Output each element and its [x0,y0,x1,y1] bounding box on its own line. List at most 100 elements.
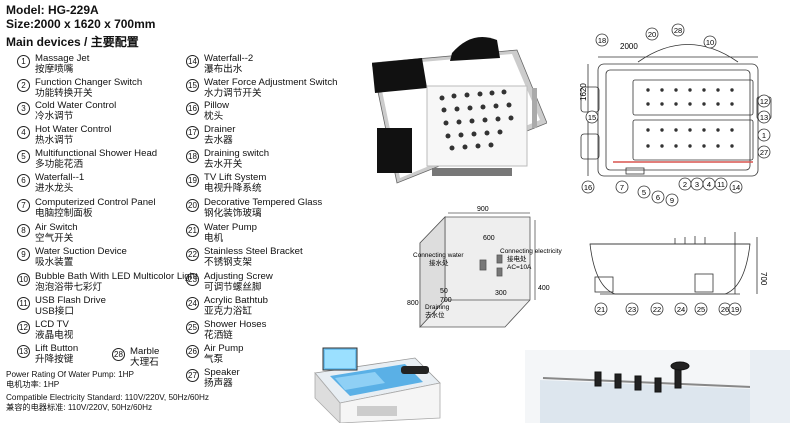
device-number: 27 [186,369,199,382]
bottom-callout: 3 [690,177,704,191]
device-number: 21 [186,224,199,237]
callout-number: 16 [584,183,592,192]
callout-number: 13 [760,113,768,122]
device-name-cn: 钢化装饰玻璃 [204,208,262,219]
callout-number: 18 [598,36,606,45]
device-number: 9 [17,248,30,261]
callout-number: 3 [695,180,699,189]
callout-number: 25 [697,305,705,314]
right-callout: 1 [757,128,771,142]
top-callout: 20 [645,27,659,41]
callout-number: 23 [628,305,636,314]
bathtub-top-photo [372,36,547,184]
device-number: 3 [17,102,30,115]
callout-number: 4 [707,180,711,189]
device-name-cn: 电脑控制面板 [35,208,93,219]
dim-800: 800 [407,300,419,307]
callout-number: 19 [731,305,739,314]
dim-50: 50 [440,288,448,295]
model-title: Model: HG-229A [6,3,99,17]
callout-number: 28 [674,26,682,35]
faucet-photo [525,350,790,423]
device-name-en: Bubble Bath With LED Multicolor Light [35,271,198,282]
callout-number: 27 [760,148,768,157]
device-name-cn: USB接口 [35,306,74,317]
left-callout: 15 [585,110,599,124]
device-name-cn: 吸水装置 [35,257,74,268]
device-number: 20 [186,199,199,212]
device-name-cn: 升降按键 [35,354,74,365]
callout-number: 2 [683,180,687,189]
device-name-cn: 不锈钢支架 [204,257,252,268]
device-number: 23 [186,273,199,286]
device-number: 28 [112,348,125,361]
callout-number: 14 [732,183,740,192]
callout-number: 12 [760,97,768,106]
device-name-en: LCD TV [35,319,69,330]
dim-600: 600 [483,235,495,242]
size-title: Size:2000 x 1620 x 700mm [6,17,156,31]
device-name-cn: 液晶电视 [35,330,74,341]
device-number: 25 [186,321,199,334]
callout-number: 1 [762,131,766,140]
device-name-cn: 去水器 [204,135,233,146]
top-callout: 18 [595,33,609,47]
callout-number: 21 [597,305,605,314]
device-name-cn: 热水调节 [35,135,74,146]
device-name-en: Draining switch [204,148,270,159]
device-number: 12 [17,321,30,334]
bottom-callout: 6 [651,190,665,204]
connect-water-cn: 接水处 [429,258,449,267]
electricity-note: Compatible Electricity Standard: 110V/22… [6,393,209,413]
device-number: 13 [17,345,30,358]
left-callout: 16 [581,180,595,194]
connect-elec-current: AC=10A [507,264,532,271]
dim-300: 300 [495,290,507,297]
callout-number: 24 [677,305,685,314]
device-name-cn: 电机 [204,233,224,244]
device-name-en: Air Pump [204,343,244,354]
device-number: 10 [17,273,30,286]
bottom-callout: 7 [615,180,629,194]
device-number: 6 [17,174,30,187]
electricity-note-cn: 兼容的电器标准: 110V/220V, 50Hz/60Hz [6,403,153,412]
device-name-cn: 可调节螺丝脚 [204,282,262,293]
bottom-callout: 4 [702,177,716,191]
device-name-cn: 按摩喷嘴 [35,64,74,75]
device-name-en: Adjusting Screw [204,271,273,282]
device-name-cn: 气泵 [204,354,224,365]
bottom-callout: 5 [637,185,651,199]
device-name-cn: 大理石 [130,357,159,368]
device-name-en: Shower Hoses [204,319,267,330]
device-number: 8 [17,224,30,237]
device-name-cn: 多功能花洒 [35,159,83,170]
callout-number: 5 [642,188,646,197]
device-number: 16 [186,102,199,115]
device-name-cn: 枕头 [204,111,224,122]
top-view-height: 1620 [579,83,588,101]
device-number: 26 [186,345,199,358]
device-number: 22 [186,248,199,261]
device-number: 1 [17,55,30,68]
device-number: 24 [186,297,199,310]
device-name-cn: 空气开关 [35,233,74,244]
device-name-en: Waterfall--1 [35,172,85,183]
device-name-cn: 花洒链 [204,330,233,341]
device-name-cn: 去水开关 [204,159,243,170]
top-callout: 10 [703,35,717,49]
device-name-en: Waterfall--2 [204,53,254,64]
